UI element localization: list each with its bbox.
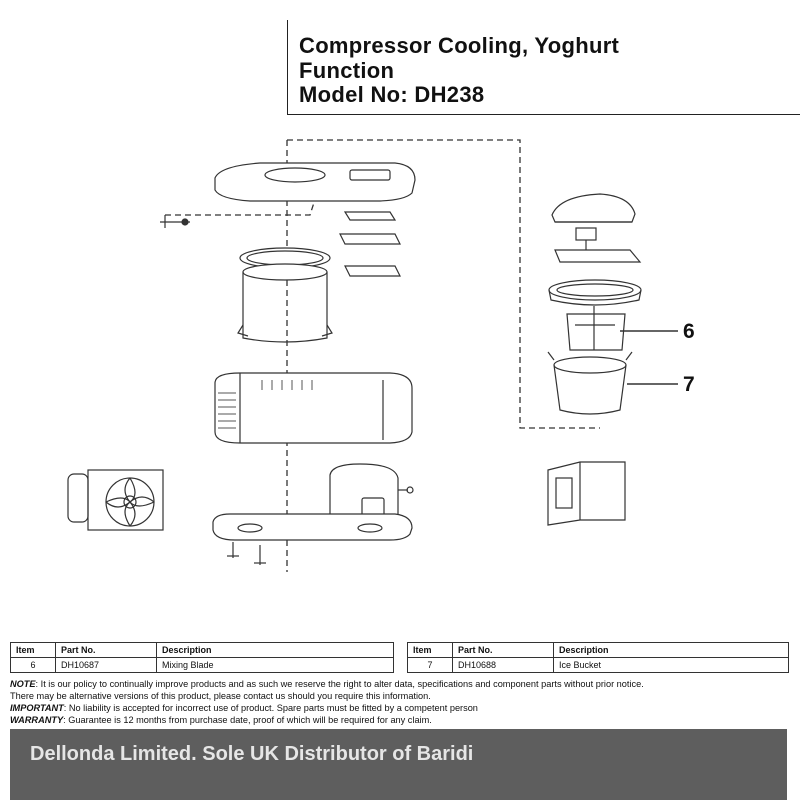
screw-part bbox=[160, 215, 190, 228]
important-text: : No liability is accepted for incorrect… bbox=[63, 703, 478, 713]
title-line-2: Function bbox=[299, 58, 395, 83]
header-item: Item bbox=[407, 642, 453, 658]
motor-part bbox=[554, 227, 642, 263]
header-part-no: Part No. bbox=[55, 642, 157, 658]
side-panel-part bbox=[547, 461, 626, 526]
table-row: 7 DH10688 Ice Bucket bbox=[407, 657, 789, 673]
housing-body-part bbox=[214, 372, 413, 444]
model-number: Model No: DH238 bbox=[299, 82, 485, 107]
cell-description: Mixing Blade bbox=[156, 657, 394, 673]
warranty-text: : Guarantee is 12 months from purchase d… bbox=[63, 715, 432, 725]
title-box: Compressor Cooling, Yoghurt Function Mod… bbox=[287, 20, 800, 115]
table-header-row: Item Part No. Description bbox=[407, 642, 789, 658]
warranty-label: WARRANTY bbox=[10, 715, 64, 725]
callout-7: 7 bbox=[683, 373, 695, 396]
cell-item: 7 bbox=[407, 657, 453, 673]
important-line: IMPORTANT: No liability is accepted for … bbox=[10, 702, 644, 714]
footer-banner: Dellonda Limited. Sole UK Distributor of… bbox=[10, 729, 787, 800]
table-row: 6 DH10687 Mixing Blade bbox=[10, 657, 394, 673]
compressor-part bbox=[329, 463, 414, 523]
notes-block: NOTE: It is our policy to continually im… bbox=[10, 678, 644, 726]
cell-part-no: DH10687 bbox=[55, 657, 157, 673]
header-description: Description bbox=[156, 642, 394, 658]
ice-bucket-part bbox=[547, 351, 633, 415]
note-label: NOTE bbox=[10, 679, 36, 689]
header-part-no: Part No. bbox=[452, 642, 554, 658]
title-line-1: Compressor Cooling, Yoghurt bbox=[299, 33, 620, 58]
bowl-lid-part bbox=[548, 279, 642, 306]
warranty-line: WARRANTY: Guarantee is 12 months from pu… bbox=[10, 714, 644, 726]
note-text: : It is our policy to continually improv… bbox=[35, 679, 644, 689]
base-plate-part bbox=[212, 513, 413, 541]
parts-table-left: Item Part No. Description 6 DH10687 Mixi… bbox=[10, 642, 394, 673]
callout-6: 6 bbox=[683, 320, 695, 343]
foot-screws-part bbox=[227, 542, 266, 565]
control-board-parts bbox=[339, 211, 401, 277]
note-line-2: There may be alternative versions of thi… bbox=[10, 691, 431, 701]
cell-part-no: DH10688 bbox=[452, 657, 554, 673]
cell-item: 6 bbox=[10, 657, 56, 673]
mixing-blade-part bbox=[566, 306, 626, 351]
note-line: NOTE: It is our policy to continually im… bbox=[10, 678, 644, 690]
header-item: Item bbox=[10, 642, 56, 658]
parts-table-right: Item Part No. Description 7 DH10688 Ice … bbox=[407, 642, 789, 673]
important-label: IMPORTANT bbox=[10, 703, 64, 713]
table-header-row: Item Part No. Description bbox=[10, 642, 394, 658]
top-lid-part bbox=[214, 162, 416, 202]
exploded-diagram bbox=[67, 139, 678, 572]
inner-cylinder-part bbox=[237, 263, 333, 343]
fan-condenser-part bbox=[67, 469, 164, 531]
cell-description: Ice Bucket bbox=[553, 657, 789, 673]
footer-text: Dellonda Limited. Sole UK Distributor of… bbox=[30, 743, 474, 765]
header-description: Description bbox=[553, 642, 789, 658]
dome-lid-part bbox=[551, 193, 636, 223]
